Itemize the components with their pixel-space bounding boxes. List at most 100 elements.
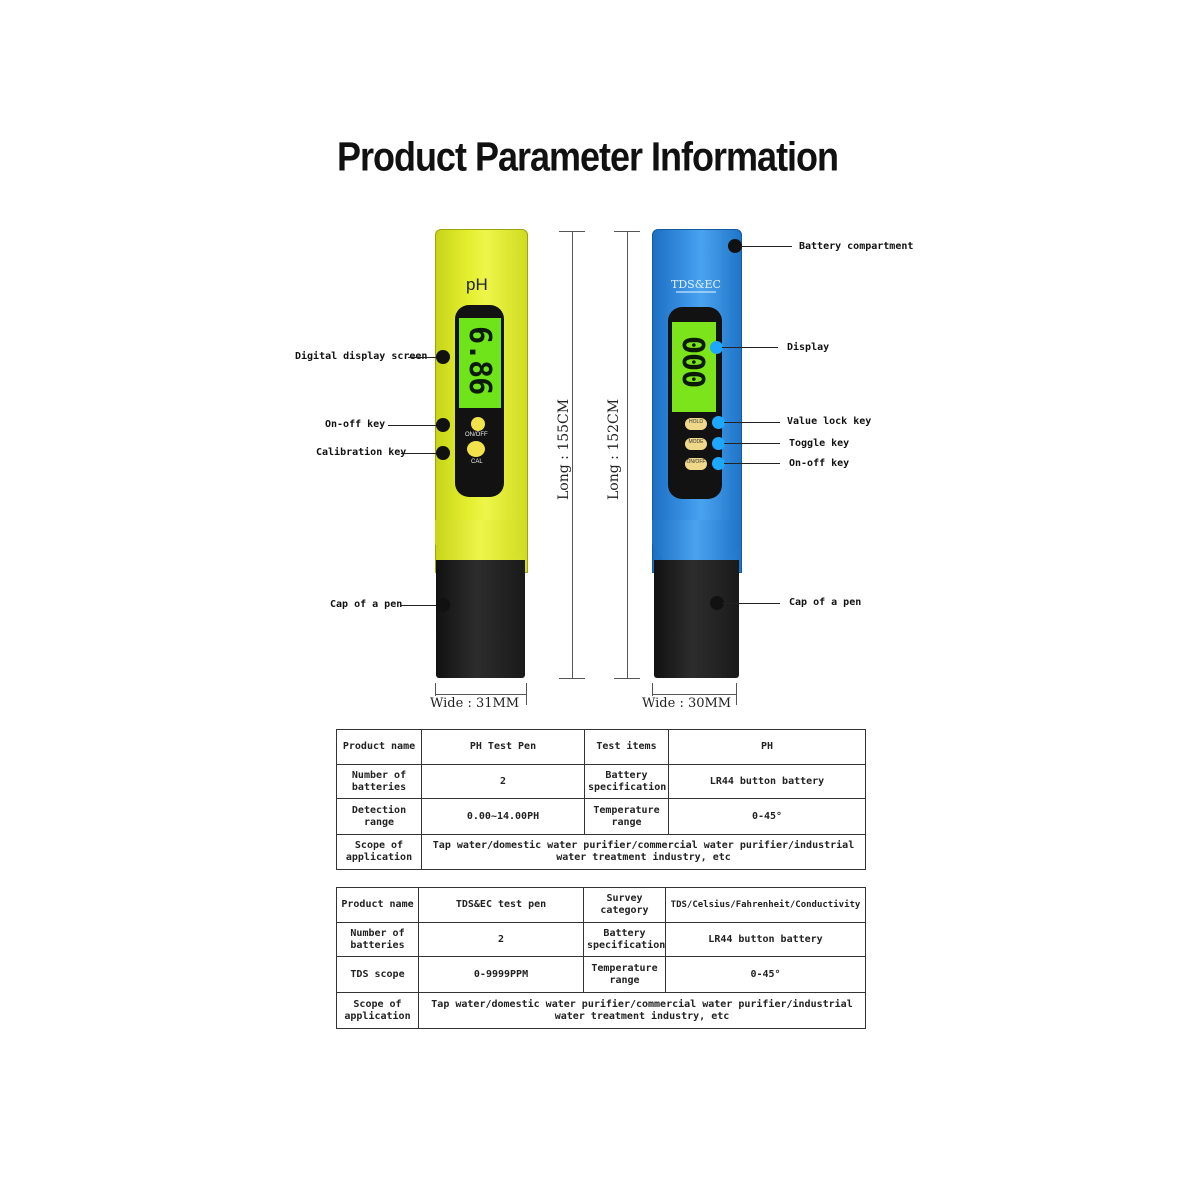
ph-callout-cap-dot [436,598,450,612]
tds-width-dimension-cap-right [736,683,737,705]
page-title: Product Parameter Information [336,133,839,180]
ph-pen-cap [436,560,525,678]
table-cell: Battery specification [584,764,669,799]
table-row: Detection range 0.00~14.00PH Temperature… [336,798,866,835]
tds-callout-toggle-leader [724,443,780,444]
tds-spec-table: Product name TDS&EC test pen Survey cate… [336,887,866,1029]
table-row: Number of batteries 2 Battery specificat… [336,922,866,957]
tds-callout-cap-dot [710,596,724,610]
ph-pen-display-value: 6.86 [462,326,497,395]
tds-callout-battery-leader [740,246,792,247]
ph-callout-calibration-dot [436,446,450,460]
table-cell: Temperature range [584,798,669,835]
tds-width-label: Wide : 30MM [640,696,734,711]
table-cell: Product name [336,887,419,923]
table-row: Product name TDS&EC test pen Survey cate… [336,887,866,923]
table-cell: Tap water/domestic water purifier/commer… [418,992,866,1029]
ph-length-dimension-line [572,231,573,679]
table-cell: Scope of application [336,834,422,870]
table-cell: TDS scope [336,956,419,993]
table-row: TDS scope 0-9999PPM Temperature range 0-… [336,956,866,993]
ph-callout-cap-leader [400,605,442,606]
tds-callout-toggle: Toggle key [789,438,850,449]
tds-callout-battery-dot [728,239,742,253]
tds-pen-display [672,322,716,412]
table-cell: TDS&EC test pen [418,887,584,923]
tds-callout-cap: Cap of a pen [789,597,862,608]
tds-callout-toggle-dot [712,437,725,450]
ph-callout-calibration-leader [401,453,441,454]
tds-hold-button: HOLD [685,418,707,430]
table-cell: Product name [336,729,422,765]
ph-spec-table: Product name PH Test Pen Test items PH N… [336,729,866,870]
ph-callout-calibration: Calibration key [316,447,407,458]
table-cell: Number of batteries [336,764,422,799]
tds-onoff-button-label: ON/OFF [686,459,706,465]
ph-length-label: Long : 155CM [556,398,572,500]
table-cell: LR44 button battery [665,922,866,957]
table-row: Scope of application Tap water/domestic … [336,834,866,870]
ph-callout-onoff-dot [436,418,450,432]
table-cell: 0.00~14.00PH [421,798,585,835]
tds-callout-display: Display [787,342,830,353]
ph-cal-button [467,441,485,457]
ph-pen-display [459,318,501,408]
table-cell: PH Test Pen [421,729,585,765]
tds-width-dimension-cap-left [652,683,653,705]
tds-callout-value-lock-dot [712,416,725,429]
tds-callout-value-lock: Value lock key [787,416,872,427]
tds-hold-button-label: HOLD [689,419,703,425]
table-cell: 0-45° [665,956,866,993]
ph-onoff-button [471,417,485,431]
table-row: Product name PH Test Pen Test items PH [336,729,866,765]
table-cell: Number of batteries [336,922,419,957]
ph-callout-cap: Cap of a pen [330,599,403,610]
table-cell: TDS/Celsius/Fahrenheit/Conductivity [665,887,866,923]
tds-length-dimension-line [627,231,628,679]
tds-pen-brand-subline [676,291,716,293]
ph-callout-onoff: On-off key [325,419,386,430]
ph-width-dimension-line [435,694,527,695]
table-cell: PH [668,729,866,765]
tds-callout-cap-leader [722,603,780,604]
tds-callout-onoff-leader [724,463,780,464]
ph-onoff-button-label: ON/OFF [465,432,488,438]
table-cell: 2 [418,922,584,957]
ph-length-dimension-cap-top [559,231,585,232]
table-cell: Test items [584,729,669,765]
tds-mode-button: MODE [685,438,707,450]
tds-length-dimension-cap-bottom [614,678,640,679]
table-cell: LR44 button battery [668,764,866,799]
table-cell: Scope of application [336,992,419,1029]
ph-callout-display: Digital display screen [295,351,428,362]
ph-cal-button-label: CAL [471,459,483,465]
ph-width-dimension-cap-left [435,683,436,705]
table-cell: Tap water/domestic water purifier/commer… [421,834,866,870]
tds-pen-brand-label: TDS&EC [671,278,721,291]
table-cell: 0-9999PPM [418,956,584,993]
tds-callout-display-dot [710,341,723,354]
table-cell: Detection range [336,798,422,835]
ph-length-dimension-cap-bottom [559,678,585,679]
table-cell: Battery specification [583,922,666,957]
table-cell: 0-45° [668,798,866,835]
tds-callout-onoff-dot [712,457,725,470]
tds-mode-button-label: MODE [688,439,704,445]
ph-callout-onoff-leader [388,425,440,426]
tds-width-dimension-line [652,694,737,695]
tds-pen-display-value: 000 [675,336,710,388]
tds-length-label: Long : 152CM [606,398,622,500]
table-cell: 2 [421,764,585,799]
ph-callout-display-leader [408,357,442,358]
tds-length-dimension-cap-top [614,231,640,232]
tds-pen-cap [654,560,739,678]
table-cell: Temperature range [583,956,666,993]
table-row: Number of batteries 2 Battery specificat… [336,764,866,799]
tds-callout-battery: Battery compartment [799,241,914,252]
tds-callout-display-leader [722,347,778,348]
ph-pen-brand-label: pH [466,275,488,294]
tds-onoff-button: ON/OFF [685,458,707,470]
table-cell: Survey category [583,887,666,923]
ph-width-dimension-cap-right [526,683,527,705]
table-row: Scope of application Tap water/domestic … [336,992,866,1029]
